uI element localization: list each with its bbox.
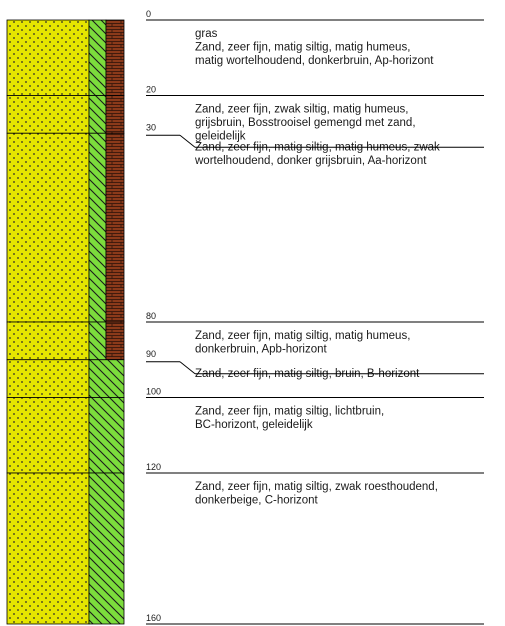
description-line: geleidelijk <box>195 131 246 143</box>
depth-marker: 20 <box>146 85 484 96</box>
depth-label: 90 <box>146 349 156 359</box>
description-line: Zand, zeer fijn, matig siltig, matig hum… <box>195 42 410 54</box>
roots-column <box>105 321 125 361</box>
description-line: BC-horizont, geleidelijk <box>195 419 313 431</box>
sand-pattern <box>6 472 90 625</box>
soil-layer-2 <box>6 95 125 134</box>
depth-label: 0 <box>146 9 151 19</box>
roots-column <box>105 95 125 134</box>
depth-label: 80 <box>146 311 156 321</box>
depth-label: 160 <box>146 613 161 623</box>
layer-description-6: Zand, zeer fijn, matig siltig, lichtbrui… <box>195 406 384 432</box>
description-line: donkerbeige, C-horizont <box>195 495 319 507</box>
depth-marker: 80 <box>146 311 484 323</box>
depth-marker: 30 <box>146 122 484 148</box>
boundary-line <box>179 361 196 375</box>
depth-marker: 120 <box>146 462 484 474</box>
description-line: Zand, zeer fijn, matig siltig, matig hum… <box>195 330 410 342</box>
layer-description-3: Zand, zeer fijn, matig siltig, matig hum… <box>194 141 440 167</box>
humus-hatch <box>88 19 107 96</box>
description-line: gras <box>195 28 218 40</box>
depth-label: 30 <box>146 122 156 132</box>
depth-label: 20 <box>146 85 156 95</box>
layer-description-2: Zand, zeer fijn, zwak siltig, matig hume… <box>195 104 416 143</box>
depth-marker: 0 <box>146 9 484 21</box>
depth-label: 120 <box>146 462 161 472</box>
roots-column <box>105 19 125 96</box>
roots-column <box>105 132 125 323</box>
description-line: Zand, zeer fijn, matig siltig, lichtbrui… <box>195 406 384 418</box>
depth-label: 100 <box>146 387 161 397</box>
soil-layer-4 <box>6 321 125 361</box>
soil-layer-6 <box>6 397 125 474</box>
profile-column <box>6 19 125 625</box>
humus-hatch <box>88 472 125 625</box>
sand-pattern <box>6 95 90 134</box>
description-line: Zand, zeer fijn, matig siltig, zwak roes… <box>195 481 438 493</box>
description-line: matig wortelhoudend, donkerbruin, Ap-hor… <box>195 55 434 67</box>
humus-hatch <box>88 321 107 361</box>
humus-hatch <box>88 359 125 398</box>
depth-marker: 160 <box>146 613 484 625</box>
layer-description-7: Zand, zeer fijn, matig siltig, zwak roes… <box>195 481 438 507</box>
soil-layer-5 <box>6 359 125 398</box>
depth-marker: 100 <box>146 387 484 398</box>
humus-hatch <box>88 132 107 323</box>
depth-marker: 90 <box>146 349 484 375</box>
humus-hatch <box>88 95 107 134</box>
description-line: Zand, zeer fijn, zwak siltig, matig hume… <box>195 104 408 116</box>
soil-layer-1 <box>6 19 125 96</box>
sand-pattern <box>6 19 90 96</box>
description-line: grijsbruin, Bosstrooisel gemengd met zan… <box>195 117 416 129</box>
sand-pattern <box>6 321 90 361</box>
soil-layer-3 <box>6 132 125 323</box>
soil-layer-7 <box>6 472 125 625</box>
description-line: wortelhoudend, donker grijsbruin, Aa-hor… <box>194 155 427 167</box>
description-line: donkerbruin, Apb-horizont <box>195 344 327 356</box>
humus-hatch <box>88 397 125 474</box>
sand-pattern <box>6 132 90 323</box>
sand-pattern <box>6 359 90 398</box>
boundary-line <box>179 134 196 148</box>
layer-description-4: Zand, zeer fijn, matig siltig, matig hum… <box>195 330 410 356</box>
sand-pattern <box>6 397 90 474</box>
